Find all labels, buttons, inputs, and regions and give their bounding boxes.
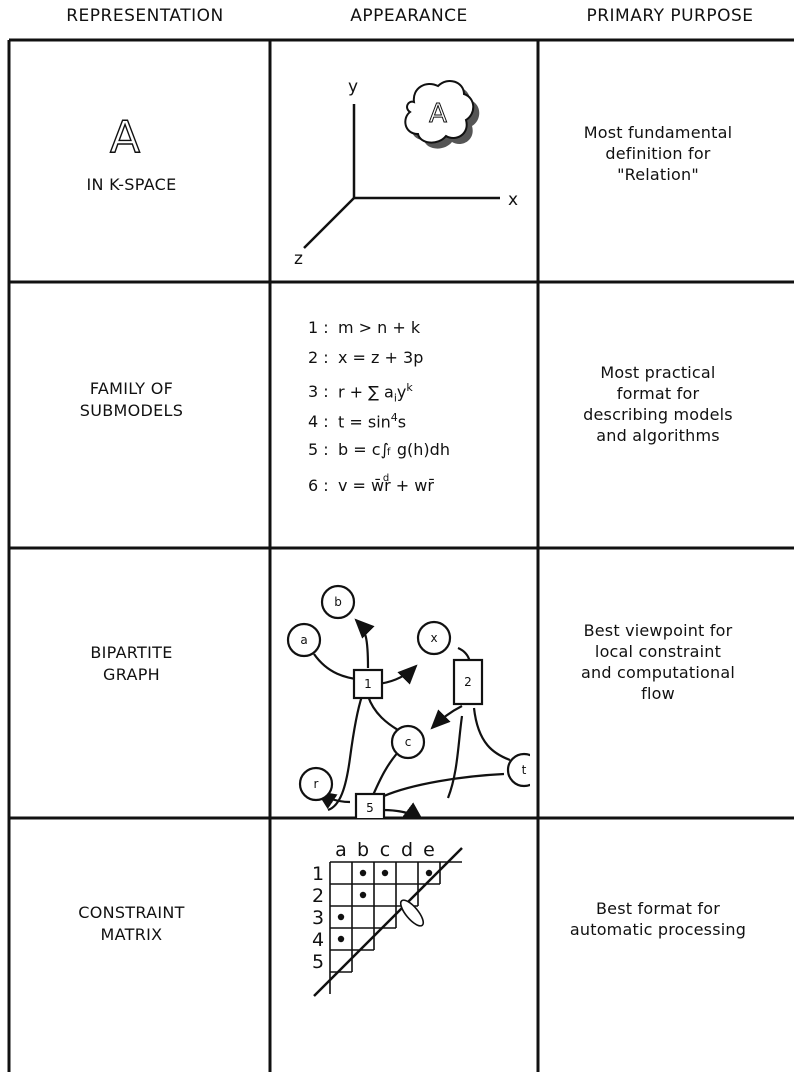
cell-representation: CONSTRAINT MATRIX (1, 818, 262, 1072)
purpose-text: Best viewpoint for local constraint and … (530, 620, 786, 704)
svg-text:2: 2 (464, 675, 472, 689)
cell-purpose: Most fundamental definition for "Relatio… (530, 40, 786, 282)
representation-label: FAMILY OF SUBMODELS (1, 378, 262, 422)
cell-representation: A IN K-SPACE (1, 40, 262, 282)
axis-y-label: y (348, 77, 358, 97)
equation-6: 6 :v = w̄r + wr̄ (308, 476, 434, 496)
matrix-dot (360, 892, 366, 898)
svg-text:1: 1 (364, 677, 372, 691)
svg-text:A: A (429, 99, 447, 129)
cell-purpose: Best viewpoint for local constraint and … (530, 548, 786, 818)
equation-3: 3 :r + ∑ aiyk (308, 378, 413, 409)
svg-text:a: a (300, 633, 307, 647)
svg-text:5: 5 (366, 801, 374, 815)
k-space-axes: y x z A (262, 40, 530, 282)
cell-purpose: Best format for automatic processing (530, 818, 786, 1072)
matrix-row-label: 3 (312, 907, 324, 929)
representation-label: IN K-SPACE (1, 174, 262, 196)
cell-appearance: b a x c r t s 1 2 5 (262, 548, 530, 818)
cell-appearance: y x z A (262, 40, 530, 282)
representation-label: BIPARTITE GRAPH (1, 642, 262, 686)
blob-shape: A (405, 81, 479, 149)
matrix-dot (338, 914, 344, 920)
equation-2: 2 :x = z + 3p (308, 348, 423, 368)
cell-representation: BIPARTITE GRAPH (1, 548, 262, 818)
svg-text:c: c (405, 735, 412, 749)
purpose-text: Most practical format for describing mod… (530, 362, 786, 446)
matrix-row-label: 2 (312, 885, 324, 907)
representation-label: CONSTRAINT MATRIX (1, 902, 262, 946)
cell-appearance: 1 :m > n + k 2 :x = z + 3p 3 :r + ∑ aiyk… (262, 282, 530, 548)
node-t (508, 754, 530, 786)
bipartite-graph: b a x c r t s 1 2 5 (262, 548, 530, 818)
matrix-row-label: 1 (312, 863, 324, 885)
matrix-dot (338, 936, 344, 942)
axis-x-label: x (508, 190, 518, 210)
svg-text:r: r (314, 777, 319, 791)
svg-text:x: x (430, 631, 437, 645)
row-submodels: FAMILY OF SUBMODELS 1 :m > n + k 2 :x = … (0, 282, 786, 548)
matrix-col-label: d (401, 839, 413, 861)
svg-text:b: b (334, 595, 342, 609)
svg-text:t: t (522, 763, 527, 777)
equation-1: 1 :m > n + k (308, 318, 420, 338)
equation-4: 4 :t = sin4s (308, 408, 406, 432)
purpose-text: Most fundamental definition for "Relatio… (530, 122, 786, 185)
matrix-row-label: 5 (312, 951, 324, 973)
matrix-col-label: c (380, 839, 390, 861)
matrix-dot (360, 870, 366, 876)
matrix-col-label: a (335, 839, 347, 861)
axis-z-label: z (294, 249, 303, 269)
row-bipartite: BIPARTITE GRAPH (0, 548, 786, 818)
matrix-row-label: 4 (312, 929, 324, 951)
cell-representation: FAMILY OF SUBMODELS (1, 282, 262, 548)
svg-text:A: A (110, 112, 140, 163)
outlined-a-glyph: A (1, 40, 262, 282)
matrix-dot (382, 870, 388, 876)
matrix-dot (426, 870, 432, 876)
cell-purpose: Most practical format for describing mod… (530, 282, 786, 548)
matrix-col-label: e (423, 839, 435, 861)
purpose-text: Best format for automatic processing (530, 898, 786, 940)
row-k-space: A IN K-SPACE y x z A Most fundamental de… (0, 40, 786, 282)
matrix-col-label: b (357, 839, 369, 861)
